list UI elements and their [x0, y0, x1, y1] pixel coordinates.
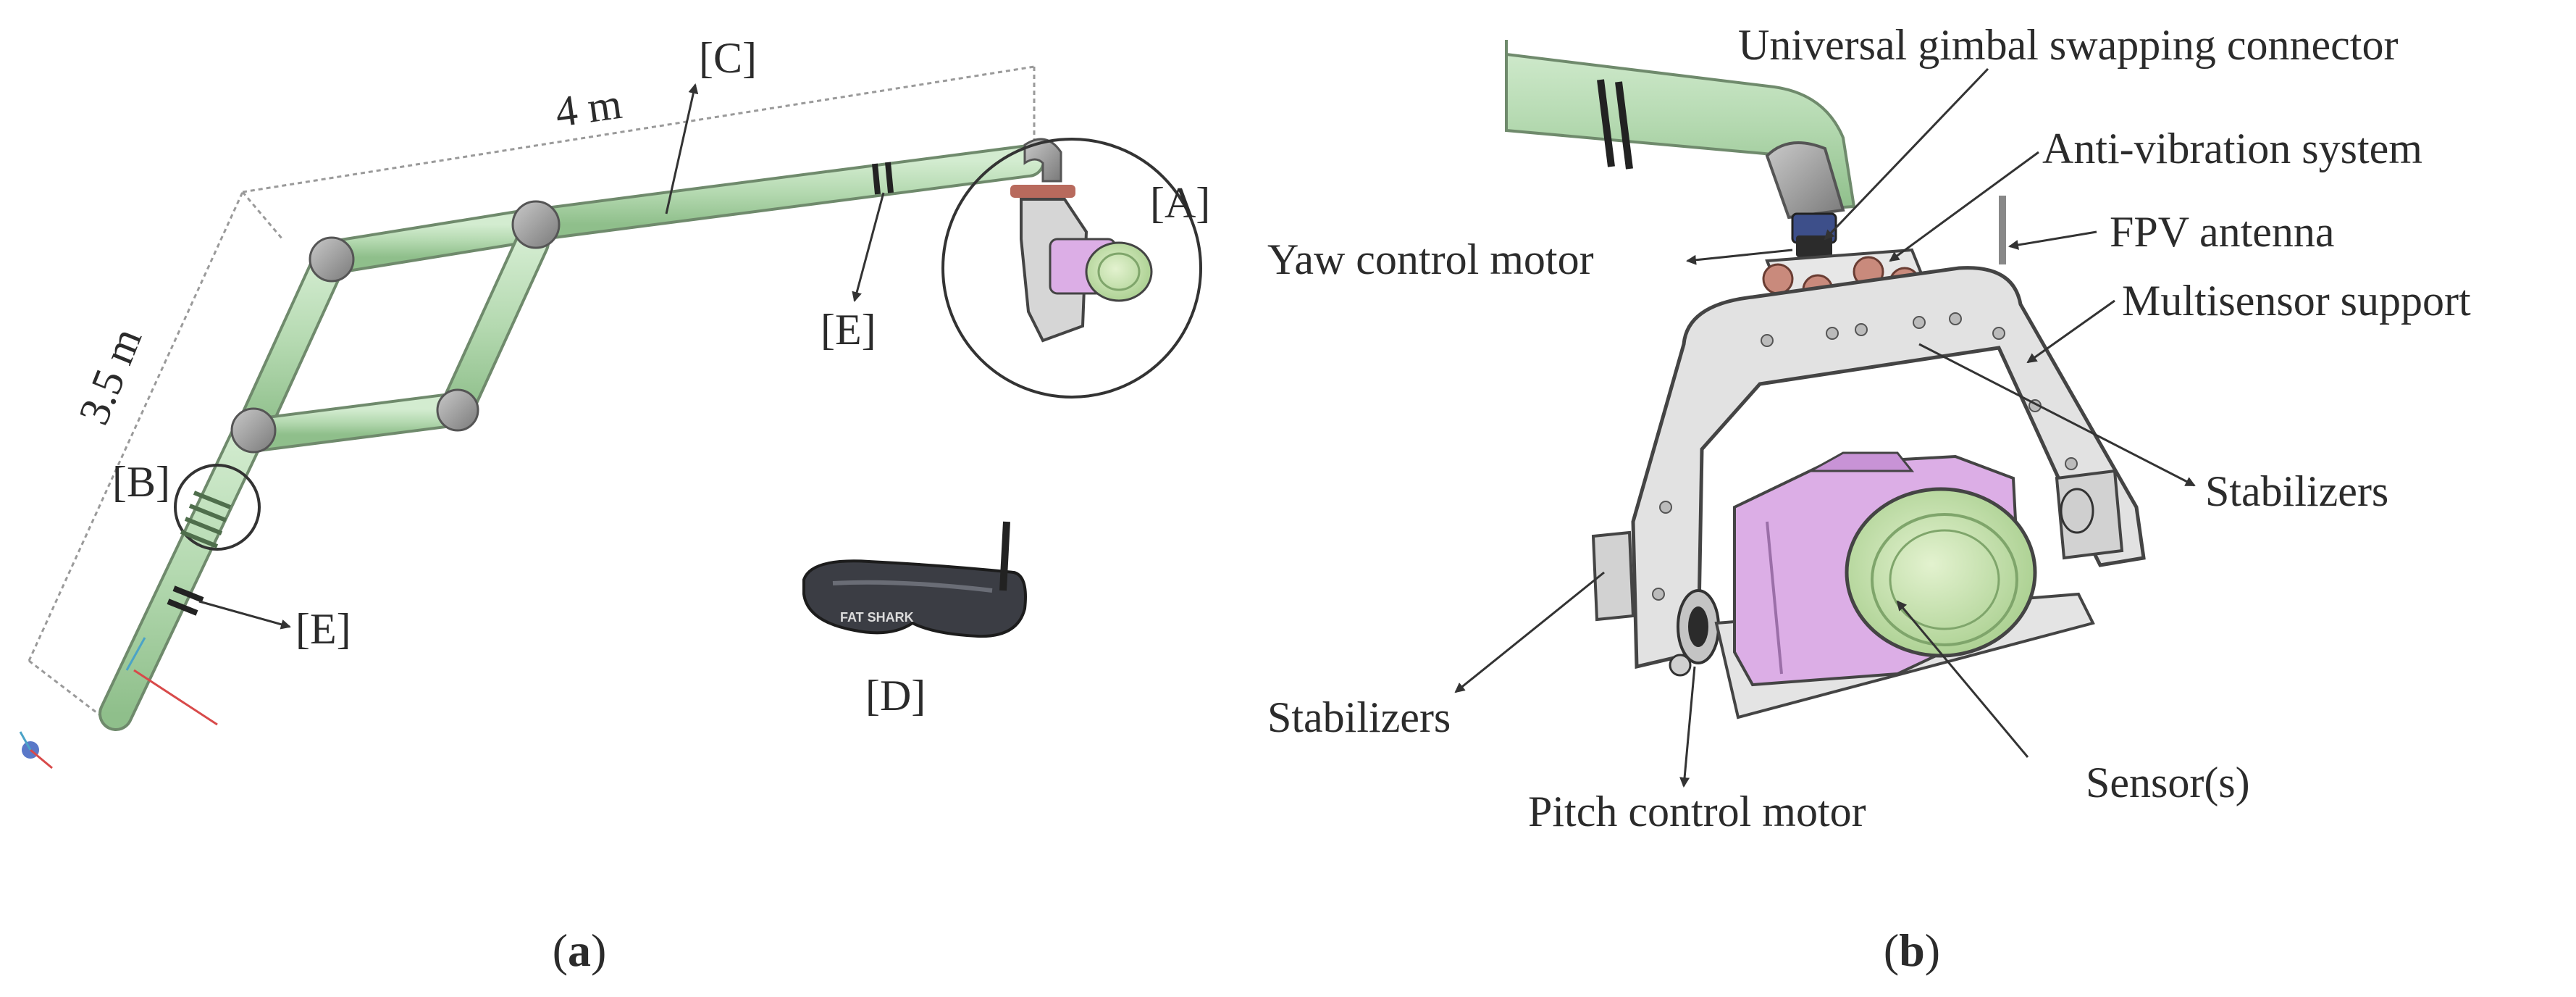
goggles-brand-text: FAT SHARK — [840, 610, 914, 625]
panel-b-arrows — [1454, 67, 2196, 788]
label-fpv-antenna: FPV antenna — [2110, 208, 2335, 256]
label-universal-connector: Universal gimbal swapping connector — [1738, 21, 2398, 69]
panel-b: Universal gimbal swapping connector Anti… — [1267, 21, 2471, 976]
handle-grip — [180, 491, 232, 548]
caption-a-letter: a — [568, 925, 591, 976]
caption-a-close: ) — [591, 925, 606, 976]
label-e-bottom: [E] — [295, 605, 351, 653]
detail-circle-a — [941, 138, 1202, 399]
mini-gimbal — [1010, 185, 1153, 343]
caption-b: (b) — [1884, 925, 1940, 976]
caption-b-open: ( — [1884, 925, 1899, 976]
boom-rings — [872, 162, 894, 195]
detail-circle-b — [174, 464, 261, 551]
caption-a: (a) — [553, 925, 607, 976]
fpv-goggles-icon: FAT SHARK — [802, 521, 1027, 638]
caption-b-letter: b — [1899, 925, 1925, 976]
caption-a-open: ( — [553, 925, 568, 976]
label-yaw-motor: Yaw control motor — [1267, 235, 1594, 283]
label-3-5m: 3.5 m — [70, 321, 151, 430]
label-sensors: Sensor(s) — [2086, 759, 2250, 806]
label-stabilizers-right: Stabilizers — [2205, 467, 2388, 515]
label-4m: 4 m — [553, 80, 625, 136]
panel-a: FAT SHARK [C] 4 m 3.5 m [A] [E] [B] [E] … — [19, 34, 1210, 976]
lens-icon — [1845, 487, 2037, 658]
panel-a-arrows — [198, 83, 885, 630]
label-e-top: [E] — [821, 306, 876, 354]
dimension-lines — [28, 65, 1036, 726]
pole-segment — [1505, 40, 1856, 220]
pipe-joints — [230, 138, 1062, 454]
label-stabilizers-left: Stabilizers — [1267, 693, 1451, 741]
pole-rings — [167, 585, 204, 616]
axis-indicator — [19, 637, 218, 769]
label-anti-vibration: Anti-vibration system — [2042, 125, 2422, 172]
pole-structure — [98, 144, 1045, 731]
label-d: [D] — [865, 672, 926, 719]
caption-b-close: ) — [1925, 925, 1940, 976]
multisensor-frame — [1591, 266, 2146, 677]
label-b: [B] — [112, 458, 170, 506]
label-c: [C] — [699, 34, 757, 82]
label-multisensor-support: Multisensor support — [2122, 277, 2471, 325]
label-pitch-motor: Pitch control motor — [1528, 788, 1866, 835]
label-a: [A] — [1150, 179, 1210, 227]
